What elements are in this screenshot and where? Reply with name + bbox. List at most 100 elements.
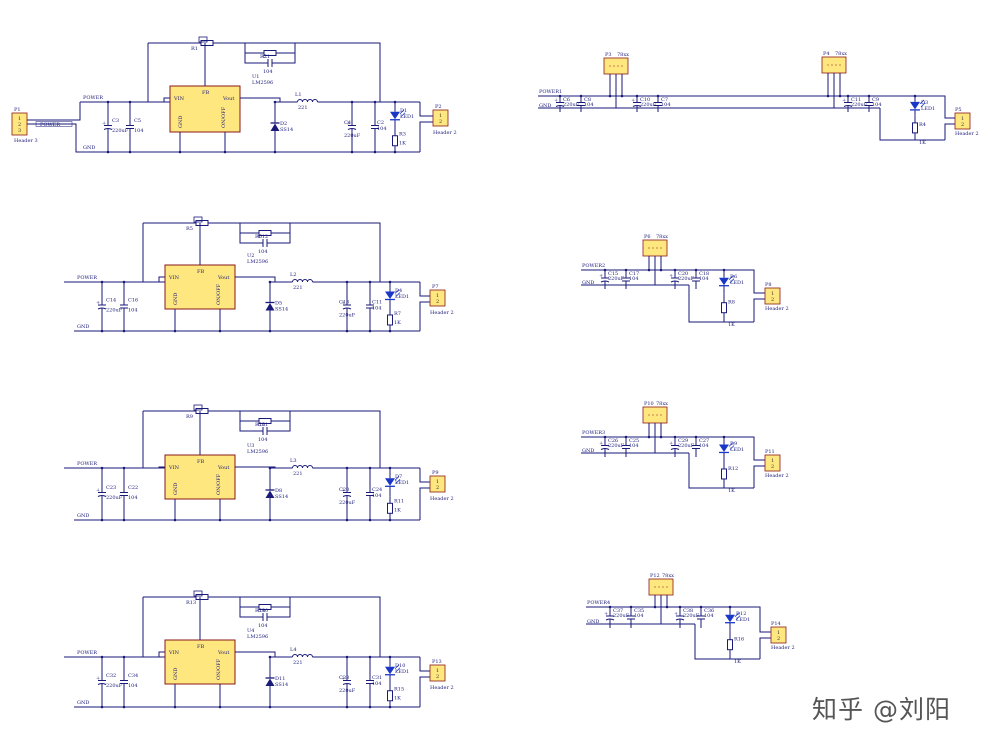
inductor-coil [292, 654, 313, 658]
led-ray [734, 612, 740, 617]
resistor-ref: R16 [734, 636, 744, 642]
resistor-body [258, 418, 272, 424]
header-pin-number: 2 [436, 299, 439, 305]
junction-dot [128, 150, 132, 154]
junction-dot [558, 94, 562, 98]
ic-part: LM2596 [252, 80, 273, 86]
capacitor-plate-curved [342, 495, 352, 497]
net-label-gnd: GND [587, 619, 599, 625]
cap-value: 104 [661, 102, 671, 108]
header-pin-number: 2 [777, 636, 780, 642]
wire [734, 436, 765, 461]
junction-dot [100, 655, 104, 659]
ic-pin-fb: FB [197, 644, 204, 650]
led-ray [920, 102, 926, 108]
header-pin-number: 2 [439, 119, 442, 125]
polarity-mark: + [631, 98, 635, 104]
led-value: LED1 [730, 280, 744, 286]
led-triangle [385, 666, 395, 675]
ic-lm2596-body [169, 85, 241, 133]
resistor-value: 1K [728, 322, 735, 328]
resistor-ref: R9 [186, 414, 193, 420]
ic-designator: U1 [252, 74, 259, 80]
junction-dot [629, 605, 633, 609]
ic-pin-vout: Vout [217, 275, 229, 281]
cap-value: 104 [258, 249, 268, 255]
capacitor-plate-curved [605, 618, 615, 621]
header-pin-number: 2 [771, 297, 774, 303]
cap-ref: C34 [128, 673, 138, 679]
net-label-power: POWER1 [539, 89, 562, 95]
junction-dot [268, 466, 272, 470]
cap-ref: C16 [128, 298, 138, 304]
header-body [429, 664, 446, 682]
net-label-power: POWER [77, 461, 97, 467]
junction-dot [653, 605, 657, 609]
wire [688, 285, 754, 323]
junction-dot [728, 605, 732, 609]
output-header-designator: P14 [771, 621, 781, 627]
cap-ref: C23 [106, 485, 116, 491]
wire [158, 276, 165, 282]
ic-designator: U2 [247, 253, 254, 259]
cap-value: 220uF [339, 688, 356, 694]
wire [163, 97, 170, 102]
output-header-name: Header 2 [433, 130, 457, 136]
wire [419, 657, 430, 672]
led-triangle [910, 101, 920, 110]
polarity-mark: + [604, 611, 608, 617]
capacitor-plate-curved [347, 128, 357, 130]
ic-pin-vin: VIN [168, 650, 180, 656]
cap-ref: C36 [704, 608, 714, 614]
wire [688, 453, 754, 489]
junction-dot [268, 655, 272, 659]
junction-dot [673, 435, 677, 439]
wire [694, 624, 760, 660]
wire [759, 637, 771, 659]
junction-dot [273, 100, 277, 104]
led-value: LED1 [921, 106, 935, 112]
led-ray [395, 479, 401, 484]
junction-dot [218, 518, 222, 522]
wire [240, 97, 281, 102]
diode-value: SS14 [275, 307, 288, 313]
junction-dot [603, 268, 607, 272]
cap-ref: C17 [629, 271, 639, 277]
output-header-designator: P5 [955, 107, 962, 113]
header-pin-number: 1 [439, 113, 442, 119]
cap-value: 104 [128, 308, 138, 314]
diode-ref: D2 [280, 121, 287, 127]
wire [27, 123, 80, 153]
led-value: LED1 [736, 617, 750, 623]
wire [219, 42, 381, 102]
cap-value: 104 [263, 69, 273, 75]
cap-ref: C35 [634, 608, 644, 614]
cap-value: 104 [377, 126, 387, 132]
diode-triangle [270, 123, 280, 131]
cap-ref: C5 [134, 118, 141, 124]
input-header-name: Header 3 [14, 138, 38, 144]
ic-pin-fb: FB [197, 269, 204, 275]
junction-dot [368, 280, 372, 284]
output-header-designator: P13 [432, 659, 442, 665]
cap-value: 220uF [106, 683, 123, 689]
junction-dot [388, 655, 392, 659]
led-ref: D4 [395, 288, 402, 294]
ic-pin-vin: VIN [173, 96, 185, 102]
junction-dot [388, 705, 392, 709]
net-label-power: POWER2 [582, 263, 605, 269]
cap-value: 104 [134, 128, 144, 134]
cap-ref: C24 [372, 487, 382, 493]
wire [419, 468, 430, 483]
cap-value: 220uF [563, 102, 580, 108]
cap-value: 104 [634, 613, 644, 619]
led-ref: D1 [400, 108, 407, 114]
junction-dot [694, 268, 698, 272]
led-ray [394, 289, 400, 294]
inductor-coil [292, 465, 313, 469]
junction-dot [393, 100, 397, 104]
output-header-name: Header 2 [430, 496, 454, 502]
regulator-part: 78xx [656, 401, 668, 407]
